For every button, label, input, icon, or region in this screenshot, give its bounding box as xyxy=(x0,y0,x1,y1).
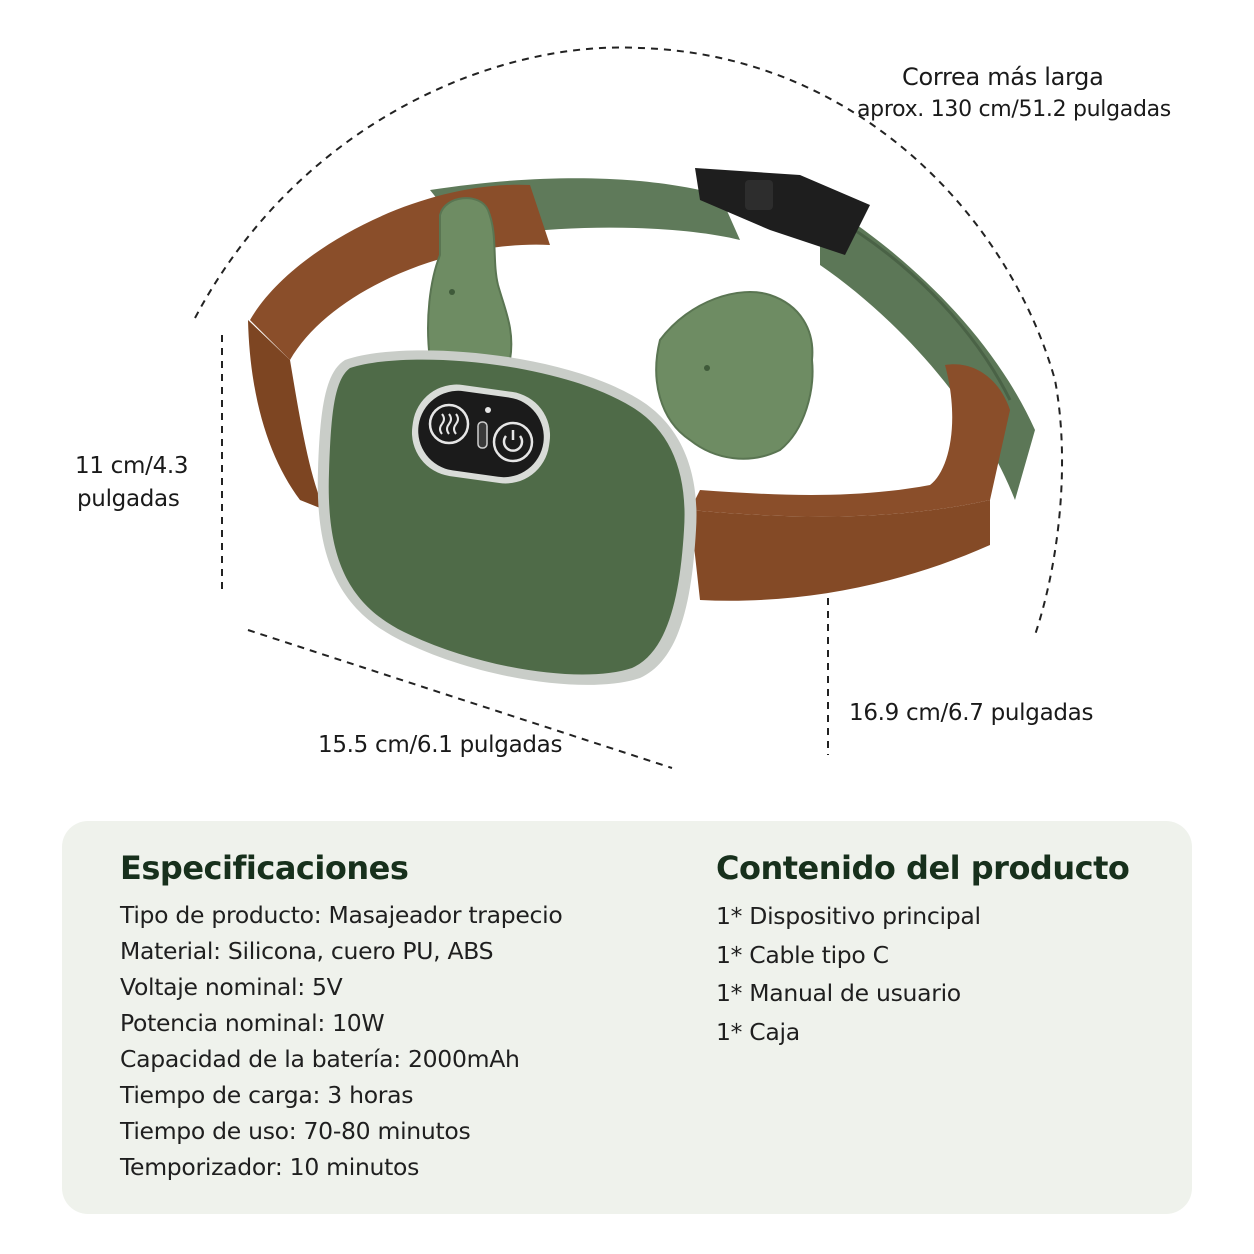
contents-item: 1* Caja xyxy=(716,1017,800,1046)
specifications-column: Especificaciones Tipo de producto: Masaj… xyxy=(120,849,563,1185)
width-label: 15.5 cm/6.1 pulgadas xyxy=(318,732,563,758)
spec-item: Temporizador: 10 minutos xyxy=(120,1153,420,1181)
contents-title: Contenido del producto xyxy=(716,849,1130,887)
product-illustration xyxy=(194,46,1064,769)
usb-c-port xyxy=(477,407,491,449)
depth-label: 16.9 cm/6.7 pulgadas xyxy=(849,700,1094,726)
spec-item: Tiempo de carga: 3 horas xyxy=(120,1081,414,1109)
massage-hands xyxy=(427,197,814,460)
contents-item: 1* Cable tipo C xyxy=(716,940,889,969)
power-button[interactable] xyxy=(492,421,534,463)
spec-item: Material: Silicona, cuero PU, ABS xyxy=(120,937,494,965)
spec-item: Capacidad de la batería: 2000mAh xyxy=(120,1045,520,1073)
spec-item: Voltaje nominal: 5V xyxy=(120,973,343,1001)
right-hand xyxy=(655,291,814,460)
heat-button[interactable] xyxy=(428,403,470,445)
strap-arc-guide xyxy=(194,46,1064,636)
heat-icon xyxy=(439,413,459,435)
device-body xyxy=(317,350,697,685)
strap-length-value: aprox. 130 cm/51.2 pulgadas xyxy=(857,97,1171,122)
spec-item: Tipo de producto: Masajeador trapecio xyxy=(120,901,563,929)
height-label-line1: 11 cm/4.3 xyxy=(75,453,189,479)
spec-panel: Especificaciones Tipo de producto: Masaj… xyxy=(62,821,1192,1214)
power-icon xyxy=(502,430,524,452)
spec-item: Tiempo de uso: 70-80 minutos xyxy=(120,1117,471,1145)
strap-length-title: Correa más larga xyxy=(902,63,1104,91)
left-hand xyxy=(427,197,513,361)
height-label-line2: pulgadas xyxy=(77,486,180,512)
contents-item: 1* Dispositivo principal xyxy=(716,902,981,930)
specifications-title: Especificaciones xyxy=(120,849,409,887)
strap-buckle xyxy=(695,168,870,255)
contents-item: 1* Manual de usuario xyxy=(716,979,961,1007)
spec-item: Potencia nominal: 10W xyxy=(120,1009,385,1037)
width-guide xyxy=(247,629,673,769)
contents-column: Contenido del producto 1* Dispositivo pr… xyxy=(716,849,1130,1051)
